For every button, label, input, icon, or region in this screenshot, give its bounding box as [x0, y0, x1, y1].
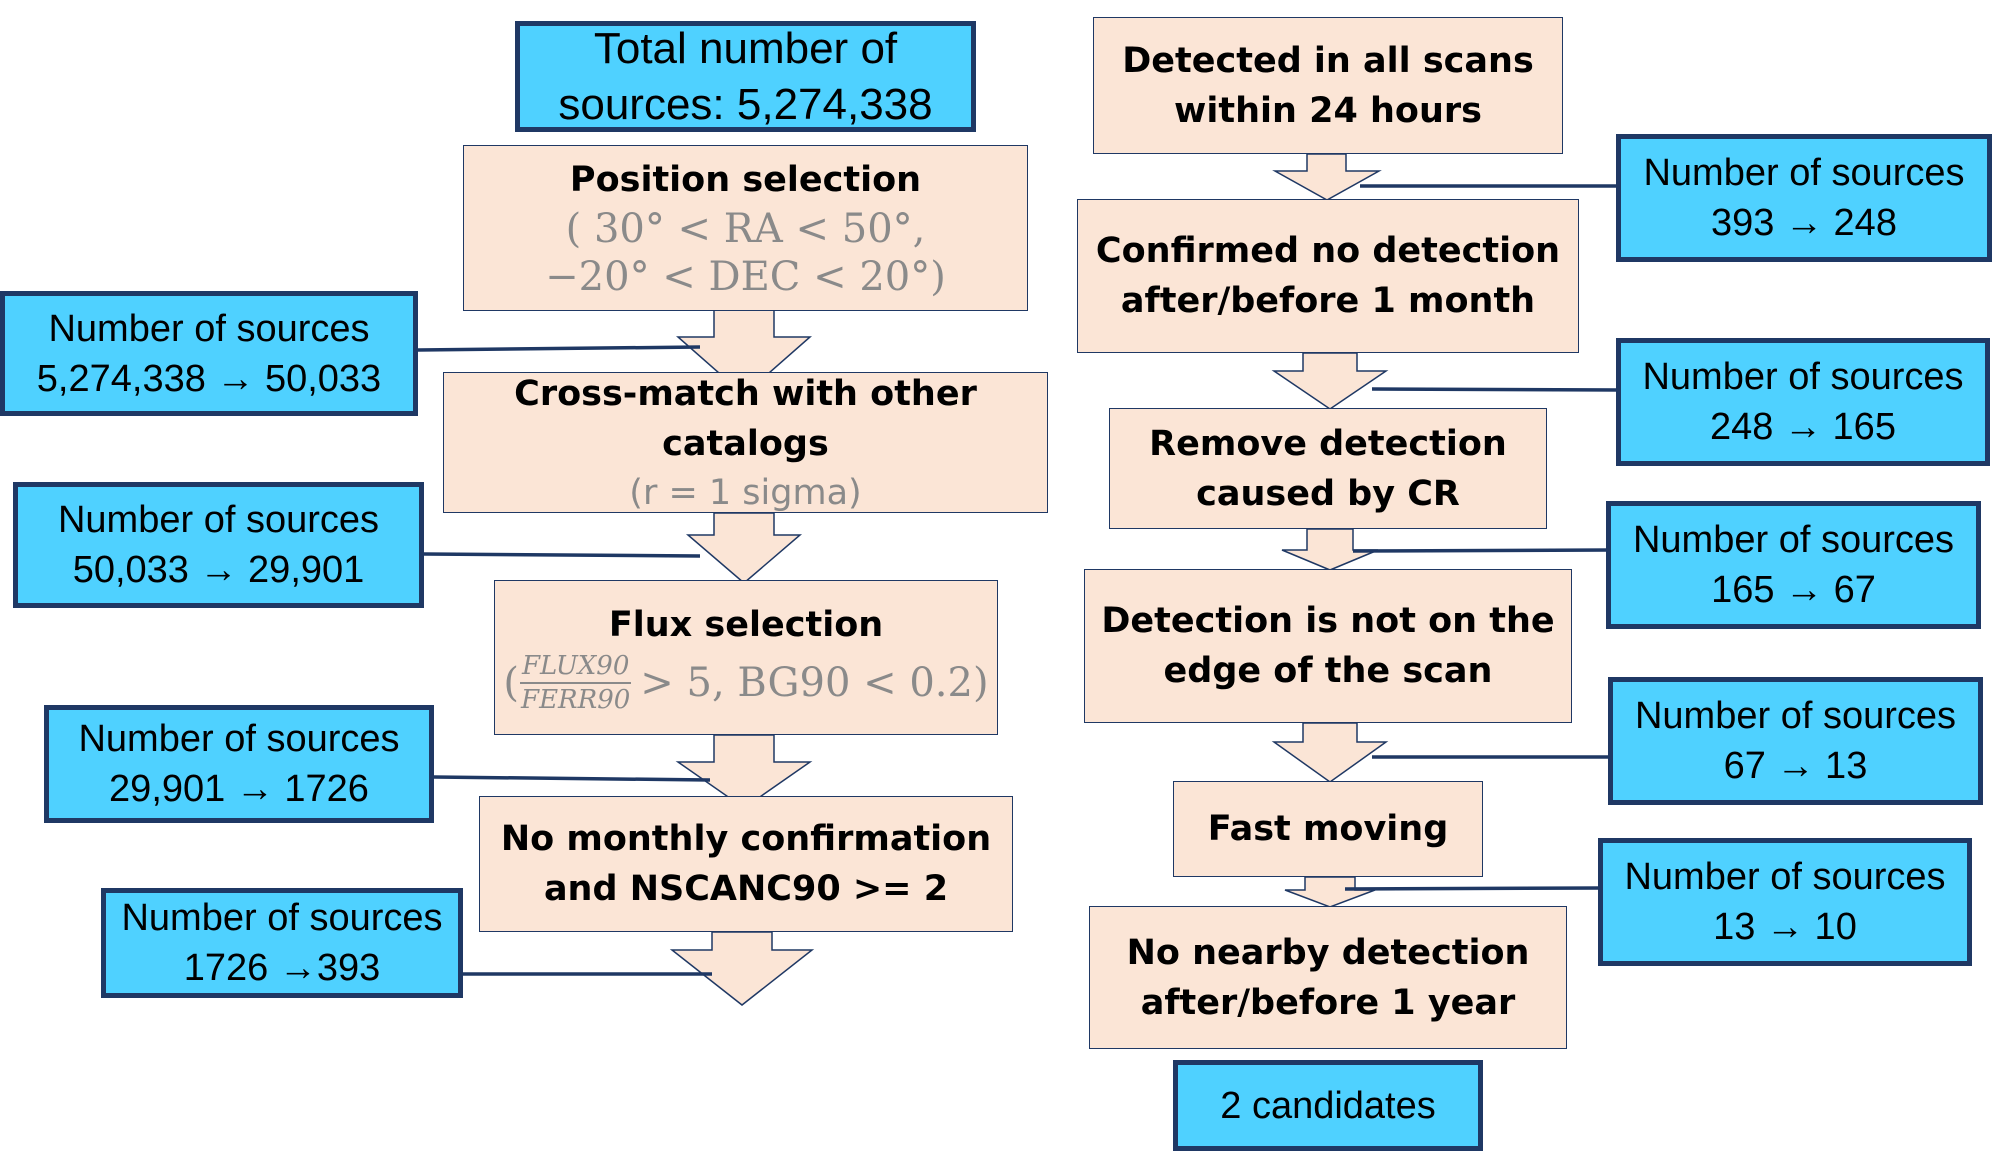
step-no-nearby-year: No nearby detection after/before 1 year — [1089, 906, 1567, 1049]
step-title: after/before 1 month — [1120, 281, 1536, 321]
step-title: Cross-match with other catalogs — [514, 373, 977, 464]
total-line1: Total number of — [593, 23, 898, 73]
fraction-numerator: FLUX90 — [519, 650, 632, 684]
step-title: Position selection — [569, 160, 922, 200]
flow-arrow — [1271, 352, 1389, 410]
count-box: Number of sources 67 → 13 — [1608, 677, 1983, 805]
step-title: edge of the scan — [1163, 651, 1493, 691]
count-label: Number of sources — [1642, 356, 1964, 398]
step-title: caused by CR — [1196, 473, 1460, 514]
flow-arrow — [1281, 528, 1379, 571]
flux-threshold: > 5, BG90 < 0.2) — [640, 659, 989, 706]
step-monthly-confirmation: No monthly confirmation and NSCANC90 >= … — [479, 796, 1013, 932]
connector-line — [423, 552, 701, 558]
fraction-denominator: FERR90 — [521, 684, 631, 715]
flow-arrow — [669, 931, 815, 1006]
count-box: Number of sources 248 → 165 — [1616, 338, 1990, 466]
count-box: Number of sources 13 → 10 — [1598, 838, 1972, 966]
count-box: Number of sources 165 → 67 — [1606, 501, 1981, 629]
final-candidates-label: 2 candidates — [1220, 1084, 1436, 1127]
flux-open-paren: ( — [503, 659, 520, 706]
count-label: Number of sources — [1634, 695, 1956, 737]
flux-condition: ( FLUX90 FERR90 > 5, BG90 < 0.2) — [503, 650, 988, 716]
connector-line — [1344, 886, 1603, 891]
connector-line — [433, 775, 711, 782]
count-label: Number of sources — [1643, 152, 1965, 194]
flow-arrow — [1284, 876, 1376, 908]
step-not-on-edge: Detection is not on the edge of the scan — [1084, 569, 1572, 723]
step-condition: (r = 1 sigma) — [629, 472, 862, 513]
step-cross-match: Cross-match with other catalogs (r = 1 s… — [443, 372, 1048, 513]
count-value: 29,901 → 1726 — [109, 768, 369, 810]
count-box: Number of sources 29,901 → 1726 — [44, 705, 434, 823]
count-value: 248 → 165 — [1710, 406, 1896, 448]
count-value: 13 → 10 — [1713, 906, 1857, 948]
count-label: Number of sources — [1624, 856, 1946, 898]
flow-arrow — [675, 734, 813, 809]
total-line2: sources: 5,274,338 — [558, 79, 933, 129]
step-condition: ( 30° < RA < 50°, — [565, 206, 926, 252]
step-title: Flux selection — [608, 604, 884, 645]
step-flux-selection: Flux selection ( FLUX90 FERR90 > 5, BG90… — [494, 580, 998, 735]
step-fast-moving: Fast moving — [1173, 781, 1483, 877]
count-box: Number of sources 1726 →393 — [101, 888, 463, 998]
flow-arrow — [1271, 722, 1389, 783]
connector-line — [1352, 548, 1611, 553]
step-detected-all-scans: Detected in all scans within 24 hours — [1093, 17, 1563, 154]
count-value: 393 → 248 — [1711, 202, 1897, 244]
step-remove-cr: Remove detection caused by CR — [1109, 408, 1547, 529]
step-title: Confirmed no detection — [1095, 231, 1561, 271]
count-box: Number of sources 393 → 248 — [1616, 134, 1992, 262]
count-label: Number of sources — [48, 307, 370, 350]
flow-arrow — [676, 309, 812, 396]
step-title: after/before 1 year — [1140, 982, 1516, 1023]
step-condition: −20° < DEC < 20°) — [545, 254, 946, 300]
step-title: No monthly confirmation — [500, 819, 992, 859]
count-box: Number of sources 50,033 → 29,901 — [13, 482, 424, 608]
count-value: 165 → 67 — [1711, 569, 1876, 611]
count-value: 1726 →393 — [183, 947, 381, 989]
step-title: Remove detection — [1149, 423, 1507, 464]
step-title: Detected in all scans — [1122, 40, 1534, 81]
flux-fraction: FLUX90 FERR90 — [519, 650, 632, 716]
flow-arrow — [1272, 153, 1382, 201]
count-value: 50,033 → 29,901 — [72, 549, 365, 591]
step-title: Detection is not on the — [1101, 601, 1555, 641]
final-candidates-box: 2 candidates — [1173, 1060, 1483, 1151]
step-position-selection: Position selection ( 30° < RA < 50°, −20… — [463, 145, 1028, 311]
step-title: Fast moving — [1207, 809, 1449, 849]
step-title: No nearby detection — [1126, 932, 1530, 973]
step-title: within 24 hours — [1174, 90, 1482, 131]
count-label: Number of sources — [121, 897, 443, 939]
flow-arrow — [685, 512, 803, 584]
count-value: 67 → 13 — [1723, 745, 1868, 787]
connector-line — [1371, 387, 1621, 392]
step-title: and NSCANC90 >= 2 — [543, 869, 949, 909]
total-sources-box: Total number of sources: 5,274,338 — [515, 21, 976, 132]
count-value: 5,274,338 → 50,033 — [36, 357, 382, 400]
connector-line — [417, 345, 701, 352]
count-box: Number of sources 5,274,338 → 50,033 — [0, 291, 418, 416]
count-label: Number of sources — [1632, 519, 1954, 561]
step-no-detection-month: Confirmed no detection after/before 1 mo… — [1077, 199, 1579, 353]
count-label: Number of sources — [57, 499, 379, 541]
count-label: Number of sources — [78, 718, 400, 760]
